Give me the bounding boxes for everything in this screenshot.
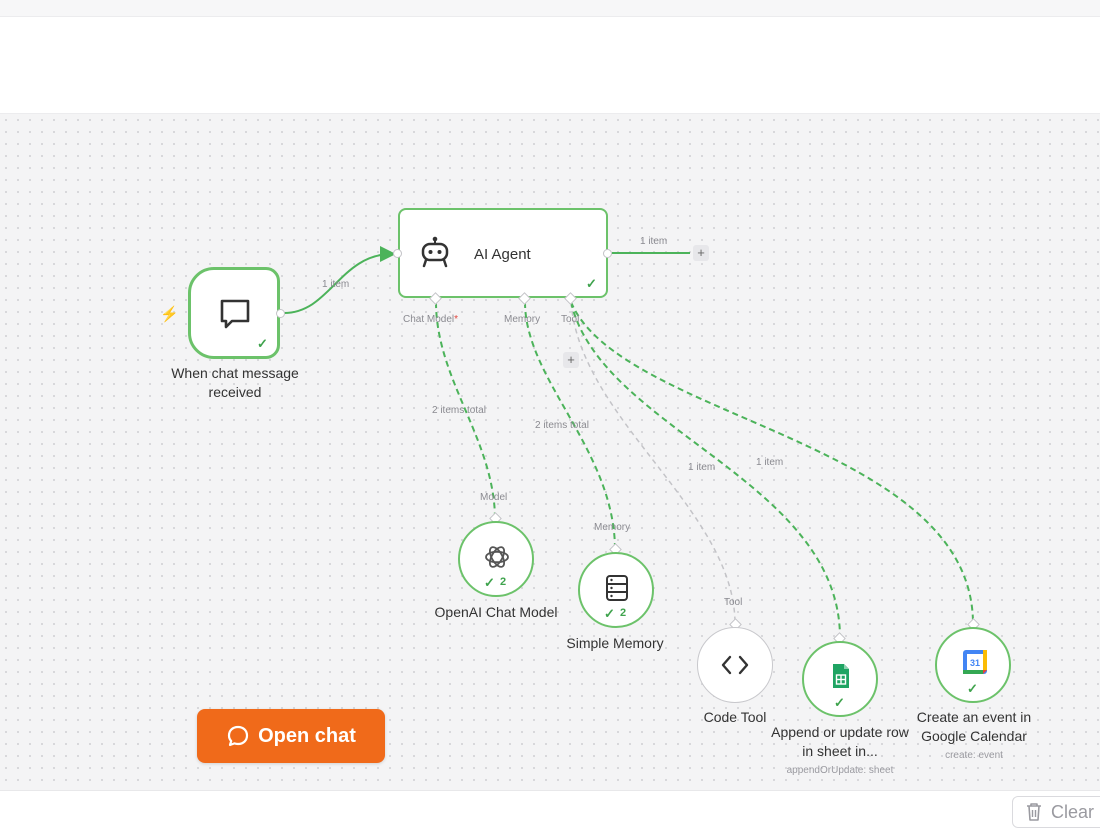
agent-input-handle[interactable]: [393, 249, 402, 258]
trigger-output-count: 1 item: [322, 279, 350, 290]
memory-subnode-port-label: Memory: [594, 522, 631, 533]
open-chat-label: Open chat: [258, 724, 356, 747]
openai-chat-model-node[interactable]: ✓ 2: [458, 521, 534, 597]
trash-icon: [1027, 803, 1041, 821]
success-check-icon: ✓: [586, 276, 597, 291]
clear-label: Clear: [1051, 801, 1095, 822]
trigger-node[interactable]: ✓: [188, 267, 280, 359]
bottom-panel: [0, 790, 1100, 826]
add-node-after-agent-button[interactable]: +: [693, 245, 709, 261]
trigger-label: When chat message received: [171, 365, 299, 400]
code-tool-port-label: Tool: [724, 597, 743, 608]
connection-model[interactable]: [435, 301, 496, 521]
success-check-icon: ✓: [484, 575, 495, 590]
model-port-label: Model: [480, 492, 508, 503]
ai-agent-node[interactable]: AI Agent ✓: [398, 208, 608, 298]
code-tool-node[interactable]: [697, 627, 773, 703]
calendar-day-number: 31: [970, 658, 980, 668]
connection-memory[interactable]: [524, 301, 616, 551]
agent-output-handle[interactable]: [603, 249, 612, 258]
connection-calendar-tool[interactable]: [570, 301, 974, 625]
success-check-icon: ✓: [967, 681, 978, 696]
agent-output-count: 1 item: [640, 236, 668, 247]
code-icon: [721, 655, 749, 675]
editor-header: [0, 17, 1100, 113]
success-check-icon: ✓: [604, 606, 615, 621]
chat-bubble-icon: [220, 299, 250, 329]
sheets-node-operation: appendOrUpdate: sheet: [786, 765, 894, 776]
simple-memory-label: Simple Memory: [566, 635, 664, 651]
database-icon: [606, 575, 628, 601]
model-items-label: 2 items total: [432, 405, 486, 416]
sheet-items-label: 1 item: [688, 462, 716, 473]
add-tool-button[interactable]: +: [563, 352, 579, 368]
chat-bubble-icon: [227, 725, 249, 747]
chat-model-port-label: Chat Model*: [403, 314, 459, 325]
google-calendar-node[interactable]: 31 ✓: [935, 627, 1011, 703]
google-calendar-icon: 31: [963, 650, 987, 674]
calendar-node-operation: create: event: [945, 750, 1003, 761]
openai-chat-model-label: OpenAI Chat Model: [434, 604, 558, 620]
google-sheets-icon: [833, 664, 849, 688]
run-count-badge: 2: [500, 576, 507, 588]
openai-icon: [485, 546, 509, 568]
connection-sheets-tool[interactable]: [570, 301, 841, 639]
ai-agent-title: AI Agent: [474, 246, 531, 263]
sheets-node-label: Append or update row in sheet in...: [771, 724, 909, 759]
trigger-output-handle[interactable]: [276, 309, 285, 318]
open-chat-button[interactable]: Open chat: [197, 709, 385, 763]
success-check-icon: ✓: [834, 695, 845, 710]
code-tool-label: Code Tool: [703, 709, 767, 725]
memory-items-label: 2 items total: [535, 420, 589, 431]
clear-button[interactable]: Clear: [1012, 796, 1100, 828]
connection-code-tool[interactable]: [570, 301, 736, 625]
tool-port-label: Tool: [561, 314, 580, 325]
run-count-badge: 2: [620, 607, 627, 619]
trigger-bolt-icon: ⚡: [160, 306, 179, 323]
calendar-node-label: Create an event in Google Calendar: [916, 709, 1032, 744]
google-sheets-node[interactable]: ✓: [802, 641, 878, 717]
top-bar: [0, 0, 1100, 17]
connection-trigger-to-agent[interactable]: [283, 246, 396, 314]
memory-port-label: Memory: [504, 314, 541, 325]
calendar-items-label: 1 item: [756, 457, 784, 468]
robot-icon: [421, 236, 449, 268]
success-check-icon: ✓: [257, 336, 268, 351]
simple-memory-node[interactable]: ✓ 2: [578, 552, 654, 628]
